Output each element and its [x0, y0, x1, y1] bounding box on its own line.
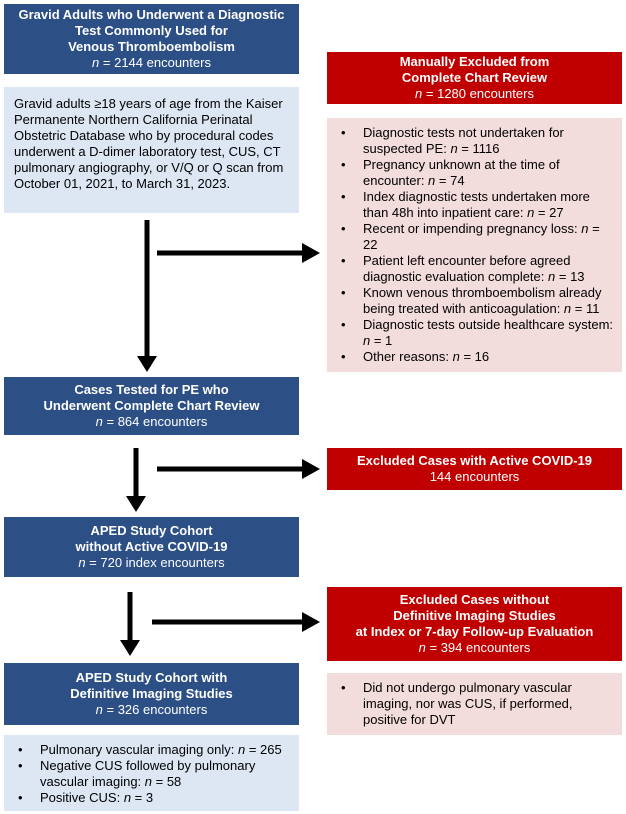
aped-imaging-title-1: APED Study Cohort with — [75, 670, 228, 685]
final-breakdown-list: Pulmonary vascular imaging only: n = 265… — [8, 742, 293, 806]
imaging-reason-box: Did not undergo pulmonary vascular imagi… — [327, 673, 622, 735]
cases-tested-box: Cases Tested for PE who Underwent Comple… — [4, 377, 299, 435]
arrow-down-3-head — [120, 640, 140, 656]
list-item: Positive CUS: n = 3 — [18, 790, 293, 806]
list-item: Known venous thromboembolism already bei… — [341, 285, 616, 317]
manual-excluded-count: n = 1280 encounters — [415, 86, 534, 101]
covid-excluded-box: Excluded Cases with Active COVID-19 144 … — [327, 448, 622, 490]
list-item: Other reasons: n = 16 — [341, 349, 616, 365]
covid-excluded-title: Excluded Cases with Active COVID-19 — [356, 453, 593, 468]
arrow-right-3-head — [302, 612, 320, 632]
manual-excluded-title-1: Manually Excluded from — [399, 54, 550, 69]
manual-excluded-title-2: Complete Chart Review — [401, 70, 548, 85]
manual-reasons-box: Diagnostic tests not undertaken for susp… — [327, 118, 622, 372]
manual-excluded-box: Manually Excluded from Complete Chart Re… — [327, 52, 622, 104]
list-item: Pregnancy unknown at the time of encount… — [341, 157, 616, 189]
arrow-right-2-head — [302, 459, 320, 479]
list-item: Recent or impending pregnancy loss: n = … — [341, 221, 616, 253]
list-item: Index diagnostic tests undertaken more t… — [341, 189, 616, 221]
cases-tested-count: n = 864 encounters — [95, 414, 208, 429]
manual-reasons-list: Diagnostic tests not undertaken for susp… — [331, 125, 616, 365]
cases-tested-title-1: Cases Tested for PE who — [74, 382, 229, 397]
gravid-count: n = 2144 encounters — [92, 55, 211, 70]
aped-imaging-box: APED Study Cohort with Definitive Imagin… — [4, 663, 299, 725]
gravid-detail-box: Gravid adults ≥18 years of age from the … — [4, 87, 299, 213]
imaging-excluded-title-3: at Index or 7-day Follow-up Evaluation — [355, 624, 594, 639]
cases-tested-title-2: Underwent Complete Chart Review — [43, 398, 260, 413]
list-item: Pulmonary vascular imaging only: n = 265 — [18, 742, 293, 758]
gravid-title-line-2: Test Commonly Used for — [75, 23, 228, 38]
gravid-adults-box: Gravid Adults who Underwent a Diagnostic… — [4, 4, 299, 74]
imaging-reason-list: Did not undergo pulmonary vascular imagi… — [331, 680, 616, 728]
aped-imaging-title-2: Definitive Imaging Studies — [70, 686, 233, 701]
list-item: Negative CUS followed by pulmonary vascu… — [18, 758, 293, 790]
list-item: Diagnostic tests not undertaken for susp… — [341, 125, 616, 157]
imaging-excluded-title-1: Excluded Cases without — [399, 592, 550, 607]
aped-imaging-count: n = 326 encounters — [95, 702, 208, 717]
gravid-detail-text: Gravid adults ≥18 years of age from the … — [14, 96, 284, 191]
imaging-excluded-box: Excluded Cases without Definitive Imagin… — [327, 587, 622, 661]
imaging-excluded-title-2: Definitive Imaging Studies — [393, 608, 556, 623]
imaging-excluded-count: n = 394 encounters — [418, 640, 531, 655]
aped-cohort-title-2: without Active COVID-19 — [75, 539, 228, 554]
aped-cohort-box: APED Study Cohort without Active COVID-1… — [4, 517, 299, 577]
arrow-down-2-head — [126, 496, 146, 512]
arrow-down-1-head — [137, 356, 157, 372]
list-item: Patient left encounter before agreed dia… — [341, 253, 616, 285]
final-breakdown-box: Pulmonary vascular imaging only: n = 265… — [4, 735, 299, 811]
aped-cohort-count: n = 720 index encounters — [78, 555, 225, 570]
list-item: Diagnostic tests outside healthcare syst… — [341, 317, 616, 349]
list-item: Did not undergo pulmonary vascular imagi… — [341, 680, 616, 728]
covid-excluded-count: 144 encounters — [429, 469, 520, 484]
gravid-title-line-3: Venous Thromboembolism — [68, 39, 235, 54]
gravid-title-line-1: Gravid Adults who Underwent a Diagnostic — [18, 7, 285, 22]
arrow-right-1-head — [302, 243, 320, 263]
aped-cohort-title-1: APED Study Cohort — [90, 523, 213, 538]
